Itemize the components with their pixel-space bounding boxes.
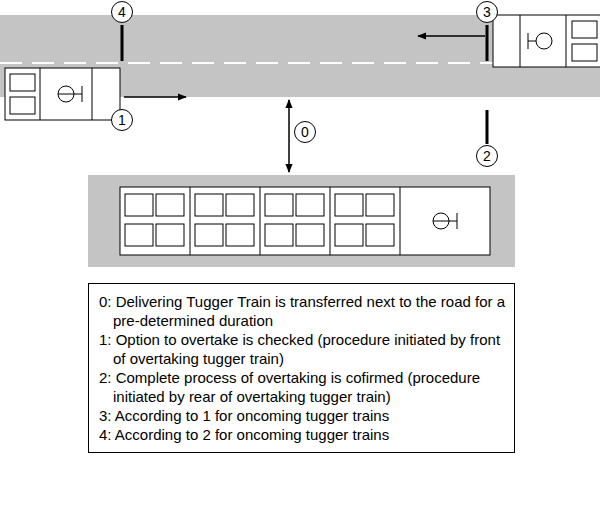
note-line: 1: Option to overtake is checked (proced… xyxy=(99,330,510,368)
callout-circle: 4 xyxy=(111,1,133,23)
tugger-train-right xyxy=(493,15,600,67)
parking-area xyxy=(88,175,515,267)
tugger-train-left xyxy=(5,68,120,120)
callout-number: 3 xyxy=(483,5,491,19)
callout-circle: 3 xyxy=(476,1,498,23)
tugger-train-delivering xyxy=(120,187,490,255)
note-line: 4: According to 2 for oncoming tugger tr… xyxy=(99,425,510,444)
callout-circle: 0 xyxy=(294,121,316,143)
legend-note-box: 0: Delivering Tugger Train is transferre… xyxy=(88,283,515,453)
callout-number: 2 xyxy=(483,149,491,163)
callout-number: 1 xyxy=(118,113,126,127)
motion-arrow xyxy=(124,36,485,172)
note-line: 0: Delivering Tugger Train is transferre… xyxy=(99,292,510,330)
callout-number: 4 xyxy=(118,5,126,19)
note-line: 2: Complete process of overtaking is cof… xyxy=(99,368,510,406)
callout-circle: 2 xyxy=(476,145,498,167)
note-line: 3: According to 1 for oncoming tugger tr… xyxy=(99,406,510,425)
callout-number: 0 xyxy=(301,125,309,139)
callout-circle: 1 xyxy=(111,109,133,131)
check-bar xyxy=(122,25,487,144)
